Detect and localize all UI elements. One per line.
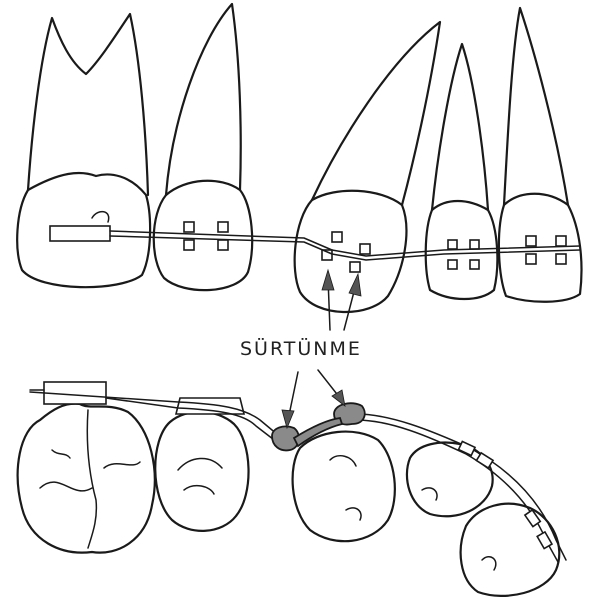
canine-occlusal xyxy=(293,432,395,542)
molar-occlusal xyxy=(18,382,155,553)
buccal-view xyxy=(17,4,581,330)
archwire-buccal xyxy=(110,231,580,260)
bracket-lateral-incisor xyxy=(448,240,479,269)
friction-arrows-upper xyxy=(322,270,361,330)
occlusal-view xyxy=(18,370,566,596)
molar-tube xyxy=(50,226,110,241)
premolar-tooth-2 xyxy=(154,4,252,290)
molar-tooth xyxy=(17,14,150,287)
canine-tooth xyxy=(295,22,440,312)
central-incisor-tooth xyxy=(499,8,582,302)
bracket-premolar-occlusal xyxy=(176,398,244,414)
premolar-occlusal xyxy=(155,398,248,531)
archwire-occlusal xyxy=(30,392,566,562)
friction-label: SÜRTÜNME xyxy=(240,338,362,360)
lateral-incisor-tooth xyxy=(426,44,498,299)
bracket-premolar-2 xyxy=(184,222,228,250)
